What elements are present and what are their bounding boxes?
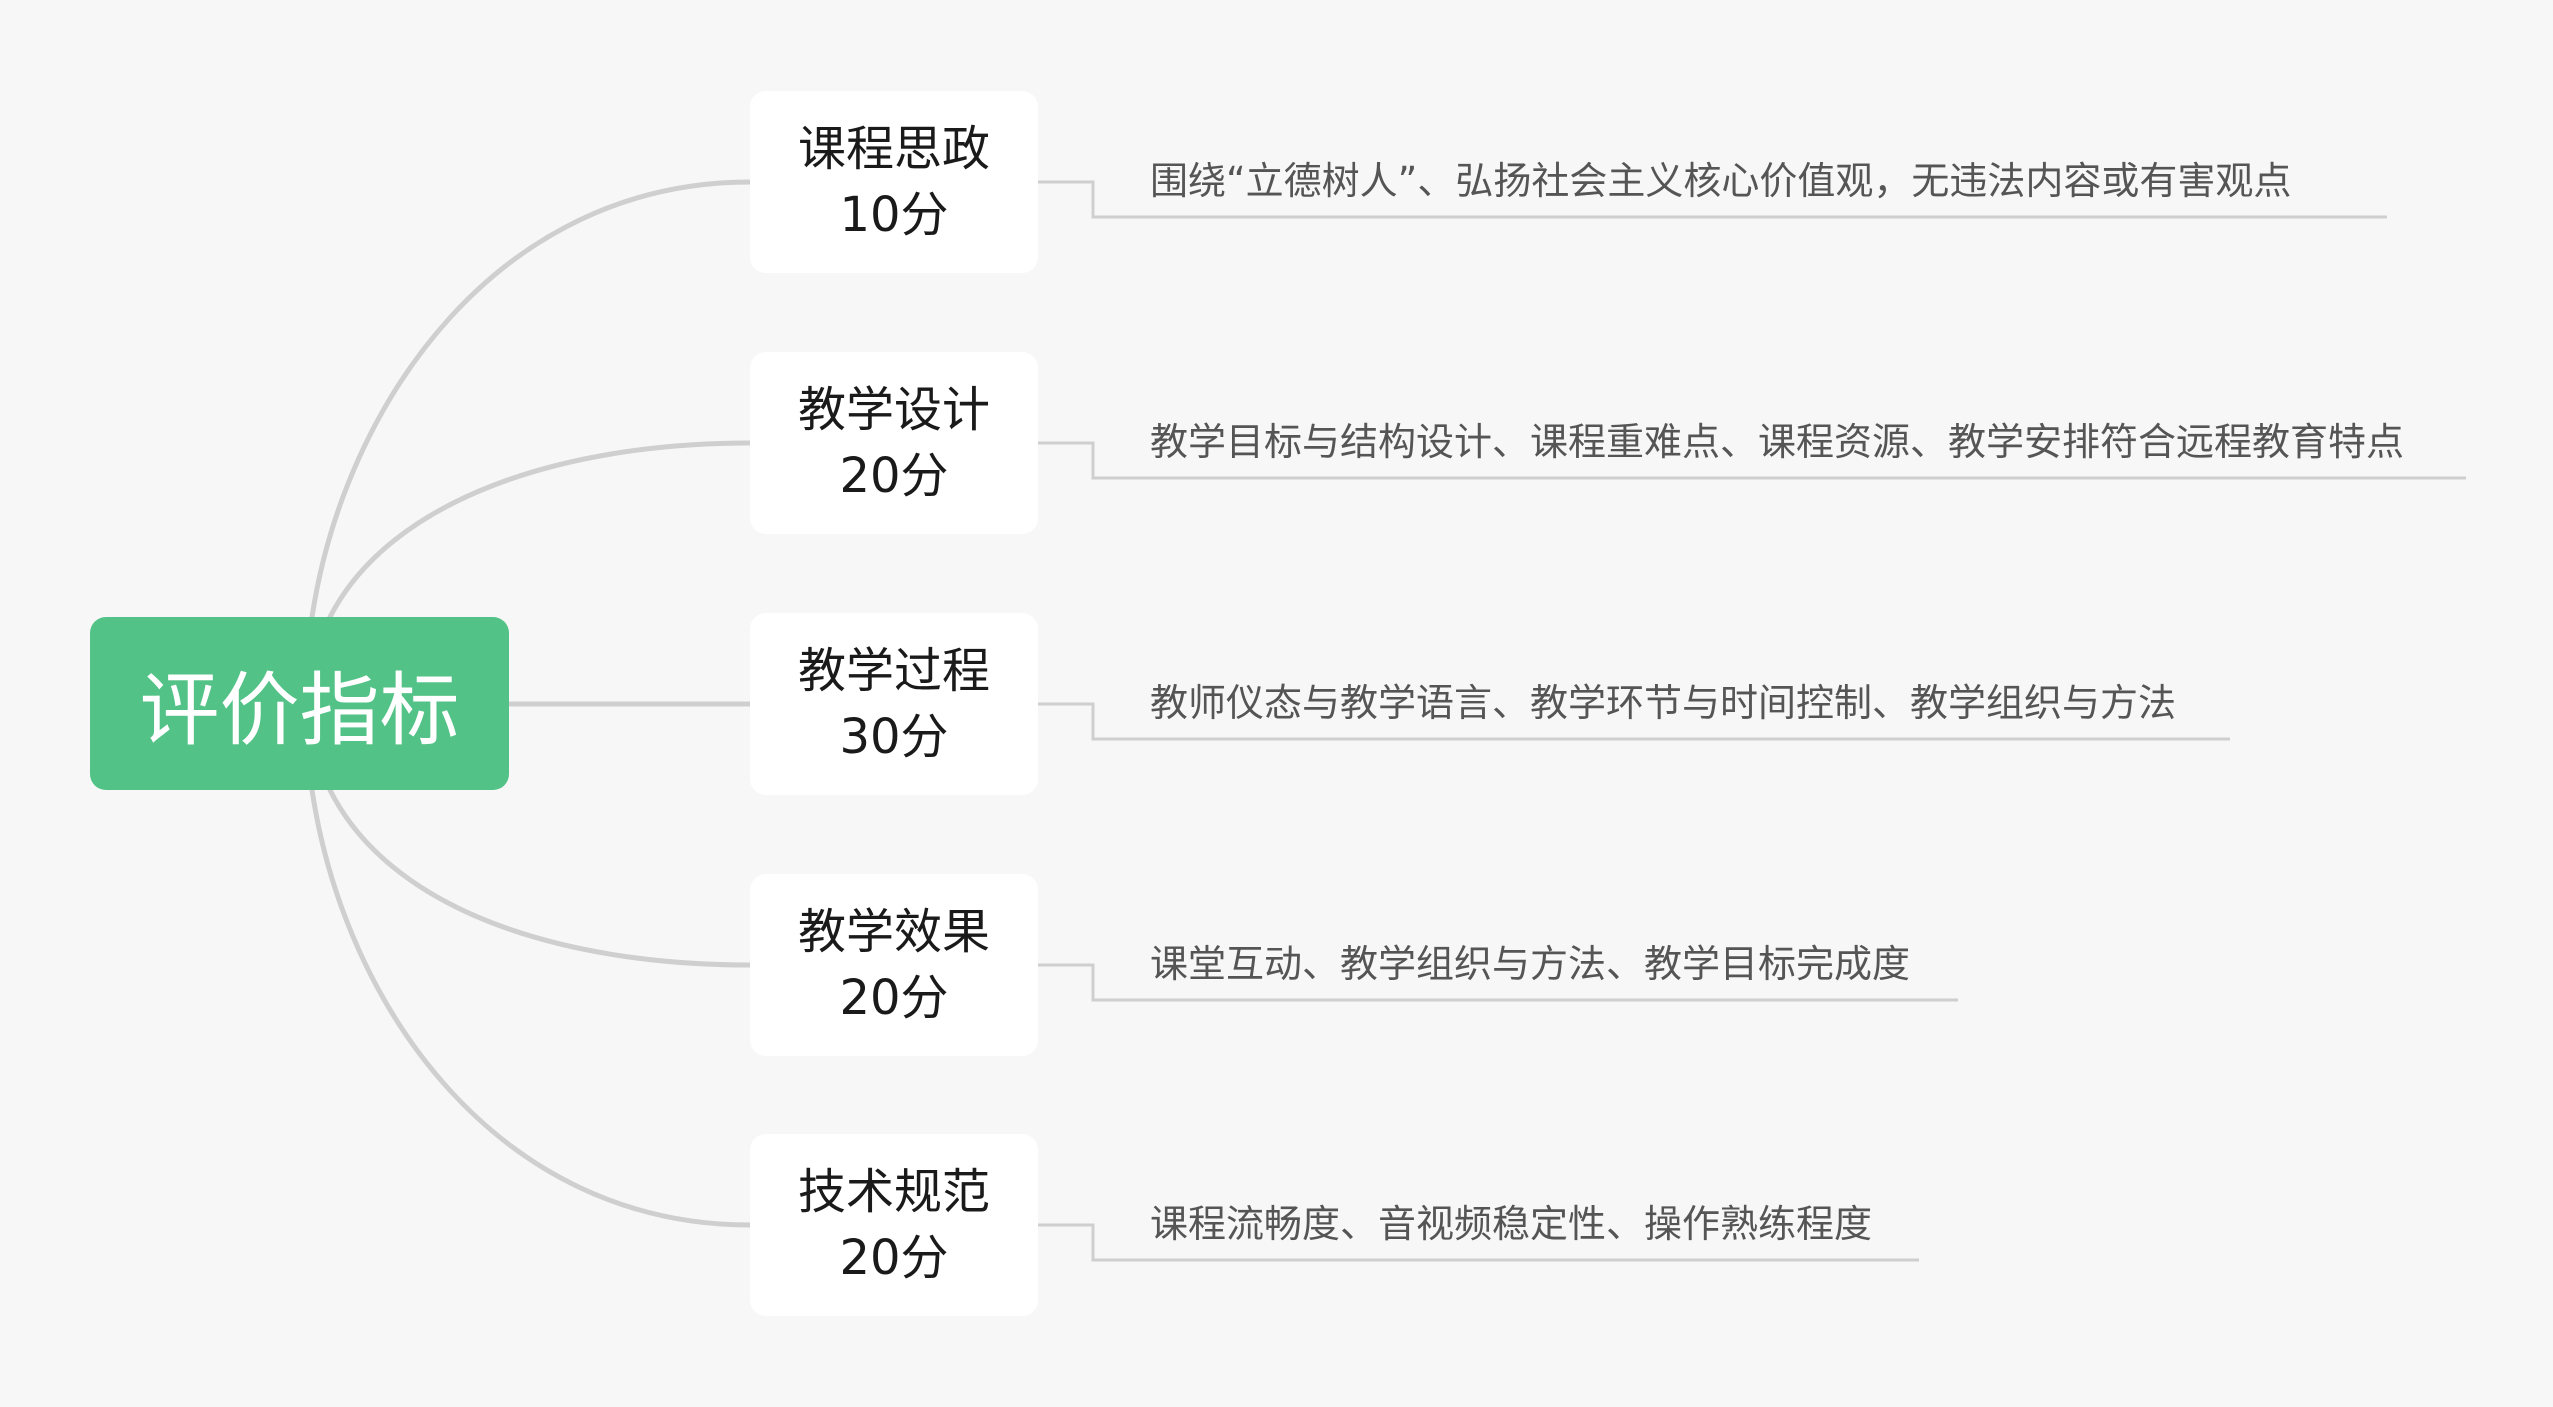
root-node[interactable]: 评价指标 [90,617,509,790]
connector-branch-3-leaf [1038,702,2230,741]
branch-node-teaching-effect[interactable]: 教学效果 20分 [750,874,1038,1056]
connector-root-branch-4 [327,787,753,968]
branch-title: 技术规范 [797,1164,990,1220]
branch-score: 10分 [839,187,949,243]
branch-title: 教学效果 [797,904,990,960]
branch-node-course-ideology[interactable]: 课程思政 10分 [750,91,1038,273]
branch-score: 20分 [839,448,949,504]
connector-root-branch-2 [327,440,753,620]
branch-score: 20分 [839,970,949,1026]
connector-branch-1-leaf [1038,180,2387,219]
leaf-detail-teaching-effect[interactable]: 课堂互动、教学组织与方法、教学目标完成度 [1150,942,1911,986]
connector-branch-2-leaf [1038,441,2466,480]
branch-title: 教学过程 [797,643,990,699]
root-label: 评价指标 [139,663,460,757]
branch-title: 教学设计 [797,382,990,438]
branch-node-technical-standard[interactable]: 技术规范 20分 [750,1134,1038,1316]
branch-score: 30分 [839,709,949,765]
connector-root-branch-5 [309,787,753,1228]
branch-node-teaching-process[interactable]: 教学过程 30分 [750,613,1038,795]
branch-title: 课程思政 [797,121,990,177]
branch-node-teaching-design[interactable]: 教学设计 20分 [750,352,1038,534]
leaf-detail-course-ideology[interactable]: 围绕“立德树人”、弘扬社会主义核心价值观，无违法内容或有害观点 [1150,159,2292,203]
leaf-detail-teaching-process[interactable]: 教师仪态与教学语言、教学环节与时间控制、教学组织与方法 [1150,681,2177,725]
connector-branch-5-leaf [1038,1223,1919,1262]
leaf-detail-teaching-design[interactable]: 教学目标与结构设计、课程重难点、课程资源、教学安排符合远程教育特点 [1150,420,2405,464]
leaf-detail-technical-standard[interactable]: 课程流畅度、音视频稳定性、操作熟练程度 [1150,1202,1873,1246]
branch-score: 20分 [839,1230,949,1286]
connector-root-branch-1 [309,179,753,620]
connector-branch-4-leaf [1038,963,1958,1002]
